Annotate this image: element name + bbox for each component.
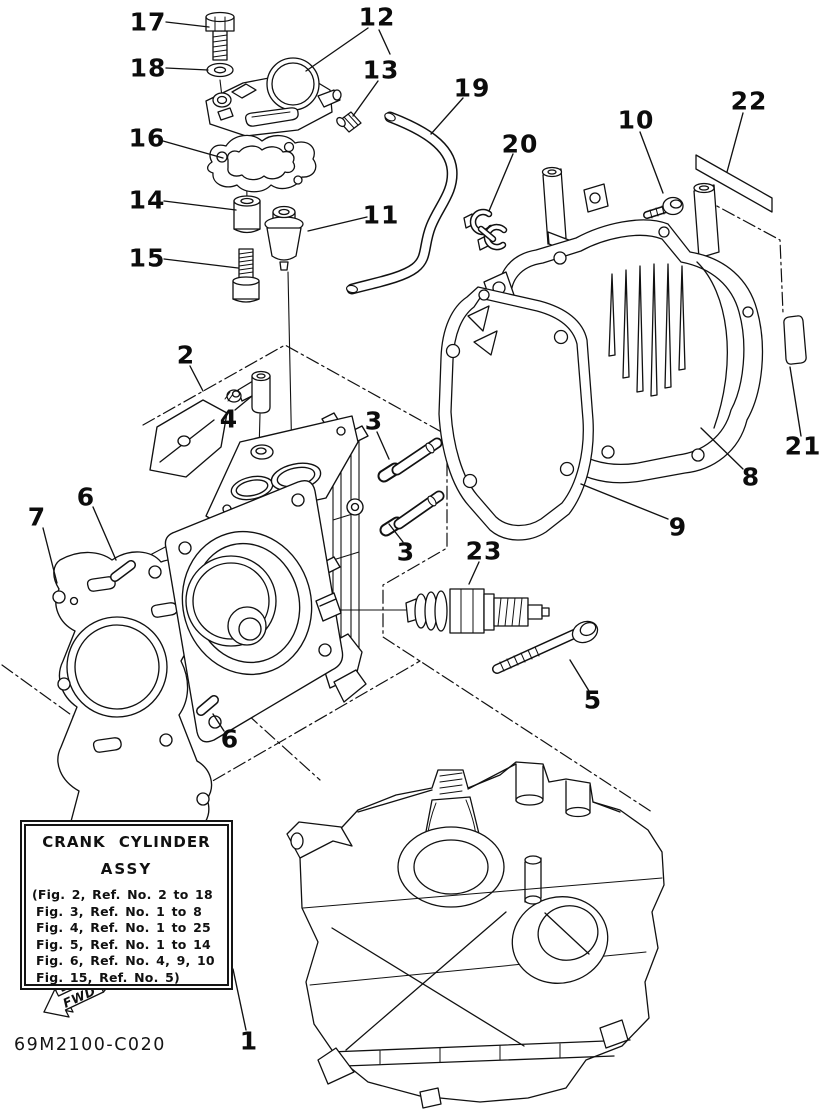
callout-18: 18: [129, 53, 167, 83]
callout-1: 1: [239, 1026, 259, 1056]
callout-20: 20: [501, 129, 539, 159]
callout-6a: 6: [76, 482, 96, 512]
callout-leader-lines: [42, 21, 802, 1031]
callout-5: 5: [583, 685, 603, 715]
callout-14: 14: [128, 185, 166, 215]
part-cylinder-block: [149, 399, 369, 743]
callout-12: 12: [358, 2, 396, 32]
callout-19: 19: [453, 73, 491, 103]
part-cover-gasket-9: [438, 286, 594, 541]
part-dowel-pins-3: [377, 437, 445, 537]
info-box-ref-line: (Fig. 2, Ref. No. 2 to 18: [32, 887, 213, 902]
part-dowel-pins-6: [110, 560, 219, 716]
assembly-info-box: CRANK CYLINDER ASSY (Fig. 2, Ref. No. 2 …: [20, 820, 233, 990]
callout-21: 21: [784, 431, 822, 461]
part-nipple-13: [336, 111, 362, 133]
callout-7: 7: [27, 502, 47, 532]
callout-13: 13: [362, 55, 400, 85]
info-box-ref-line: Fig. 6, Ref. No. 4, 9, 10: [36, 953, 215, 968]
callout-23: 23: [465, 536, 503, 566]
info-box-ref-line: Fig. 3, Ref. No. 1 to 8: [36, 903, 203, 919]
part-pump-gasket-16: [206, 134, 317, 193]
assembly-info-box-inner: CRANK CYLINDER ASSY (Fig. 2, Ref. No. 2 …: [24, 824, 229, 986]
callout-15: 15: [128, 243, 166, 273]
part-fuel-pump-12: [205, 57, 342, 137]
info-box-ref-line: Fig. 15, Ref. No. 5): [36, 969, 180, 985]
info-box-subtitle: ASSY: [100, 860, 153, 878]
part-label-sticker-21: [783, 315, 807, 365]
part-crankcase-assembly-1: [286, 761, 665, 1109]
callout-3a: 3: [364, 406, 384, 436]
drawing-code: 69M2100-C020: [14, 1035, 166, 1055]
callout-4: 4: [219, 404, 239, 434]
part-bolt-17: [205, 11, 235, 61]
info-box-ref-line: Fig. 5, Ref. No. 1 to 14: [36, 936, 211, 952]
part-washer-18: [206, 62, 234, 78]
part-label-sticker-22: [695, 154, 773, 213]
part-clip-20: [463, 208, 508, 251]
info-box-ref-line: Fig. 4, Ref. No. 1 to 25: [36, 920, 211, 935]
callout-22: 22: [730, 86, 768, 116]
callout-8: 8: [741, 462, 761, 492]
part-spark-plug-23: [405, 588, 550, 634]
callout-9: 9: [668, 512, 688, 542]
callout-10: 10: [617, 105, 655, 135]
callout-16: 16: [128, 123, 166, 153]
part-bolt-15: [232, 248, 260, 303]
part-anchor-11: [264, 205, 304, 271]
part-bolt-5: [492, 620, 599, 674]
callout-11: 11: [362, 200, 400, 230]
callout-3b: 3: [396, 537, 416, 567]
part-head-gasket-7: [52, 551, 213, 851]
callout-6b: 6: [220, 724, 240, 754]
part-spacer-14: [233, 195, 261, 234]
info-box-references: (Fig. 2, Ref. No. 2 to 18 Fig. 3, Ref. N…: [26, 887, 227, 986]
callout-2: 2: [176, 340, 196, 370]
part-hose-19: [345, 111, 458, 295]
callout-17: 17: [129, 7, 167, 37]
part-bolt-10: [643, 196, 684, 219]
info-box-title: CRANK CYLINDER: [42, 833, 211, 851]
